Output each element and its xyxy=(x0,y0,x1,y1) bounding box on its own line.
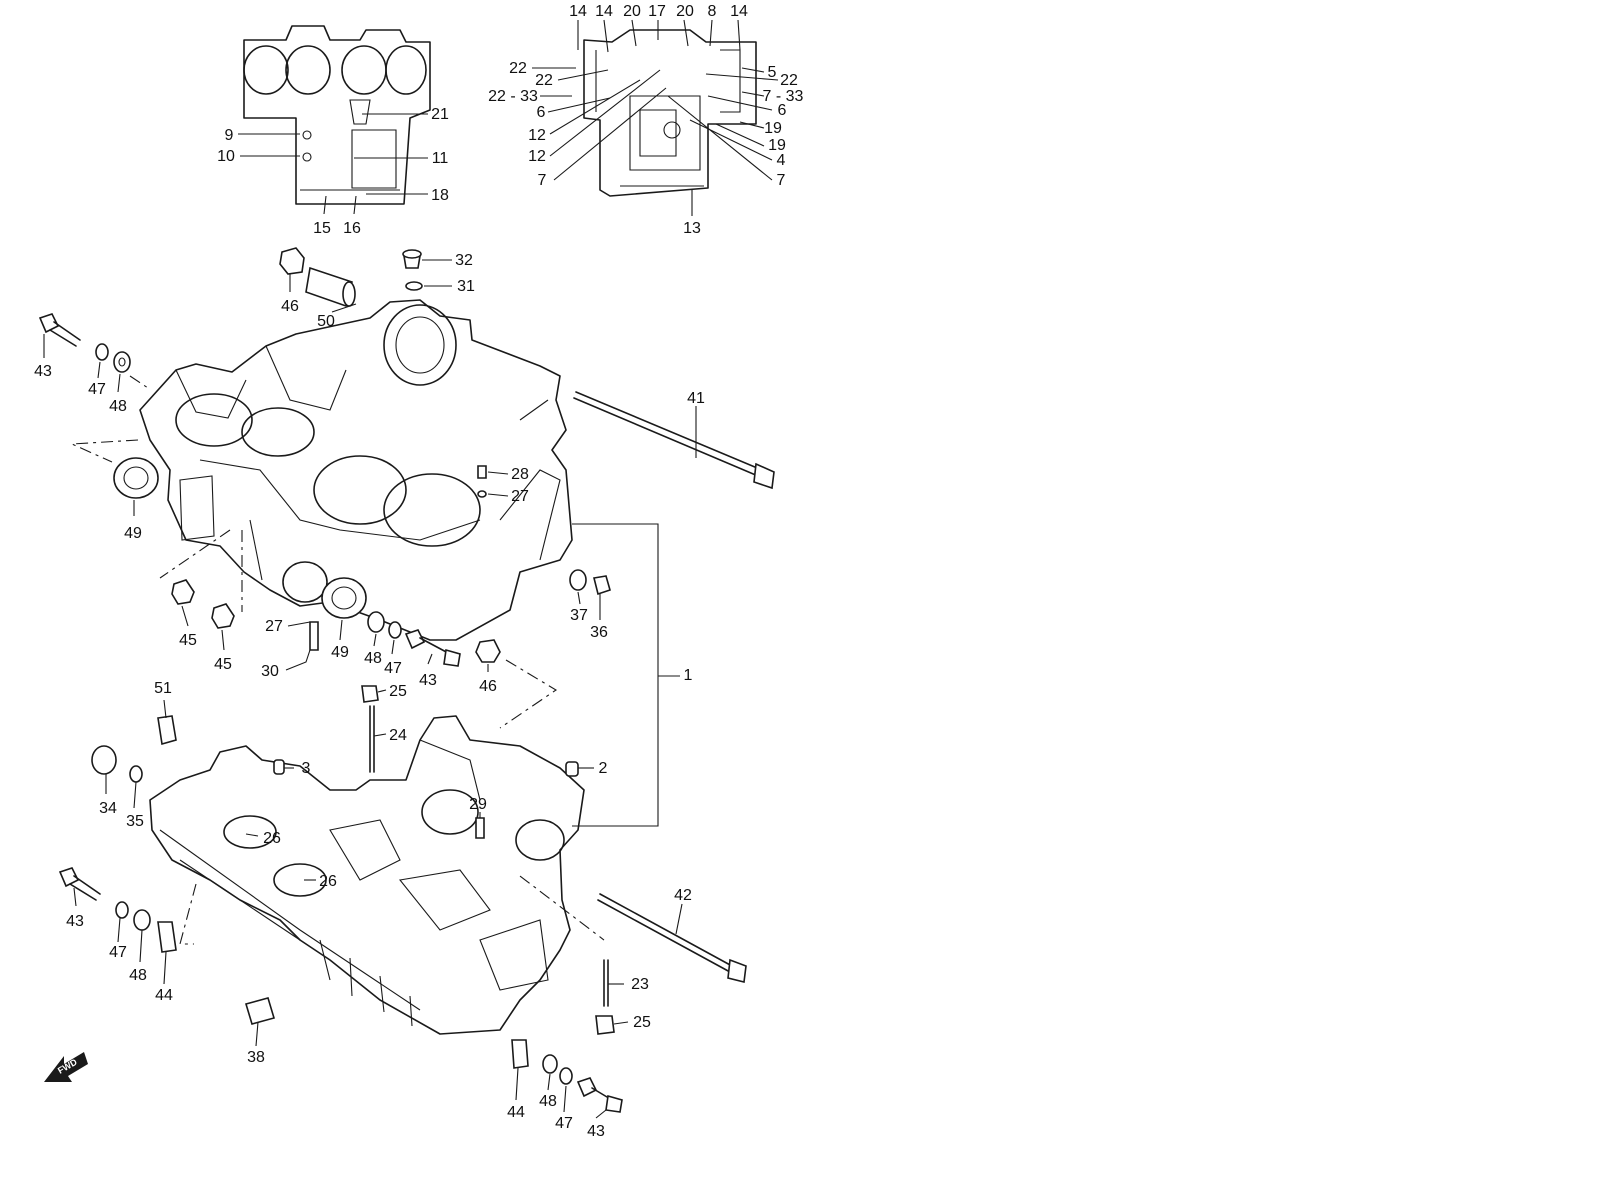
callout-number: 46 xyxy=(281,298,299,315)
callout-number: 10 xyxy=(217,148,235,165)
callout-number: 43 xyxy=(419,672,437,689)
callout-number: 7 xyxy=(777,172,786,189)
callout-number: 47 xyxy=(88,381,106,398)
leader-lines xyxy=(43,19,779,1119)
callout-number: 47 xyxy=(109,944,127,961)
callout-number: 20 xyxy=(623,3,641,20)
callout-number: 21 xyxy=(431,106,449,123)
callout-number: 43 xyxy=(66,913,84,930)
callout-number: 48 xyxy=(539,1093,557,1110)
callout-number: 3 xyxy=(302,760,311,777)
fwd-arrow-icon: FWD xyxy=(44,1052,88,1082)
callout-number: 47 xyxy=(384,660,402,677)
callout-number: 22 xyxy=(509,60,527,77)
callout-number: 49 xyxy=(331,644,349,661)
callout-number: 43 xyxy=(34,363,52,380)
callout-number: 48 xyxy=(364,650,382,667)
callout-number: 5 xyxy=(768,64,777,81)
callout-number: 15 xyxy=(313,220,331,237)
callout-number: 4 xyxy=(777,152,786,169)
callout-number: 26 xyxy=(319,873,337,890)
callout-number: 42 xyxy=(674,887,692,904)
callout-number: 43 xyxy=(587,1123,605,1140)
small-parts xyxy=(38,247,775,1113)
lower-case-inset xyxy=(583,29,757,197)
callout-number: 30 xyxy=(261,663,279,680)
callout-number: 46 xyxy=(479,678,497,695)
callout-number: 14 xyxy=(595,3,613,20)
upper-case-inset xyxy=(243,25,431,205)
callout-number: 6 xyxy=(778,102,787,119)
callout-number: 29 xyxy=(469,796,487,813)
callout-number: 22 xyxy=(780,72,798,89)
callout-number: 7 xyxy=(538,172,547,189)
assembly-dash-lines xyxy=(71,375,605,945)
callout-number: 31 xyxy=(457,278,475,295)
callout-1-bracket xyxy=(572,523,680,827)
callout-number: 6 xyxy=(537,104,546,121)
lower-crankcase xyxy=(149,715,585,1035)
callout-number: 47 xyxy=(555,1115,573,1132)
callout-number: 45 xyxy=(214,656,232,673)
callout-number: 17 xyxy=(648,3,666,20)
callout-number: 24 xyxy=(389,727,407,744)
callout-number: 16 xyxy=(343,220,361,237)
callout-number: 35 xyxy=(126,813,144,830)
callout-number: 48 xyxy=(129,967,147,984)
callout-number: 50 xyxy=(317,313,335,330)
callout-number: 25 xyxy=(389,683,407,700)
callout-number: 41 xyxy=(687,390,705,407)
callout-number: 28 xyxy=(511,466,529,483)
callout-number: 14 xyxy=(569,3,587,20)
callout-number: 14 xyxy=(730,3,748,20)
callout-number: 1 xyxy=(684,667,693,684)
callout-number: 12 xyxy=(528,148,546,165)
callout-number: 45 xyxy=(179,632,197,649)
callout-number: 48 xyxy=(109,398,127,415)
callout-number: 20 xyxy=(676,3,694,20)
callout-number: 13 xyxy=(683,220,701,237)
callout-number: 22 - 33 xyxy=(488,88,538,105)
callout-number: 49 xyxy=(124,525,142,542)
callout-number: 37 xyxy=(570,607,588,624)
callout-number: 7 - 33 xyxy=(763,88,804,105)
callout-number: 32 xyxy=(455,252,473,269)
callout-number: 44 xyxy=(507,1104,525,1121)
callout-number: 8 xyxy=(708,3,717,20)
callout-number: 34 xyxy=(99,800,117,817)
callout-number: 11 xyxy=(432,150,449,167)
callout-number: 36 xyxy=(590,624,608,641)
callout-number: 19 xyxy=(764,120,782,137)
callout-number: 38 xyxy=(247,1049,265,1066)
callout-number: 2 xyxy=(599,760,608,777)
callout-number: 25 xyxy=(633,1014,651,1031)
callout-number: 18 xyxy=(431,187,449,204)
callout-number: 23 xyxy=(631,976,649,993)
upper-crankcase xyxy=(139,299,573,641)
callout-number: 27 xyxy=(265,618,283,635)
callout-number: 9 xyxy=(225,127,234,144)
callout-number: 12 xyxy=(528,127,546,144)
callout-number: 26 xyxy=(263,830,281,847)
callout-number: 19 xyxy=(768,137,786,154)
callout-number: 51 xyxy=(154,680,172,697)
callout-number: 22 xyxy=(535,72,553,89)
callout-number: 44 xyxy=(155,987,173,1004)
callout-number: 27 xyxy=(511,488,529,505)
